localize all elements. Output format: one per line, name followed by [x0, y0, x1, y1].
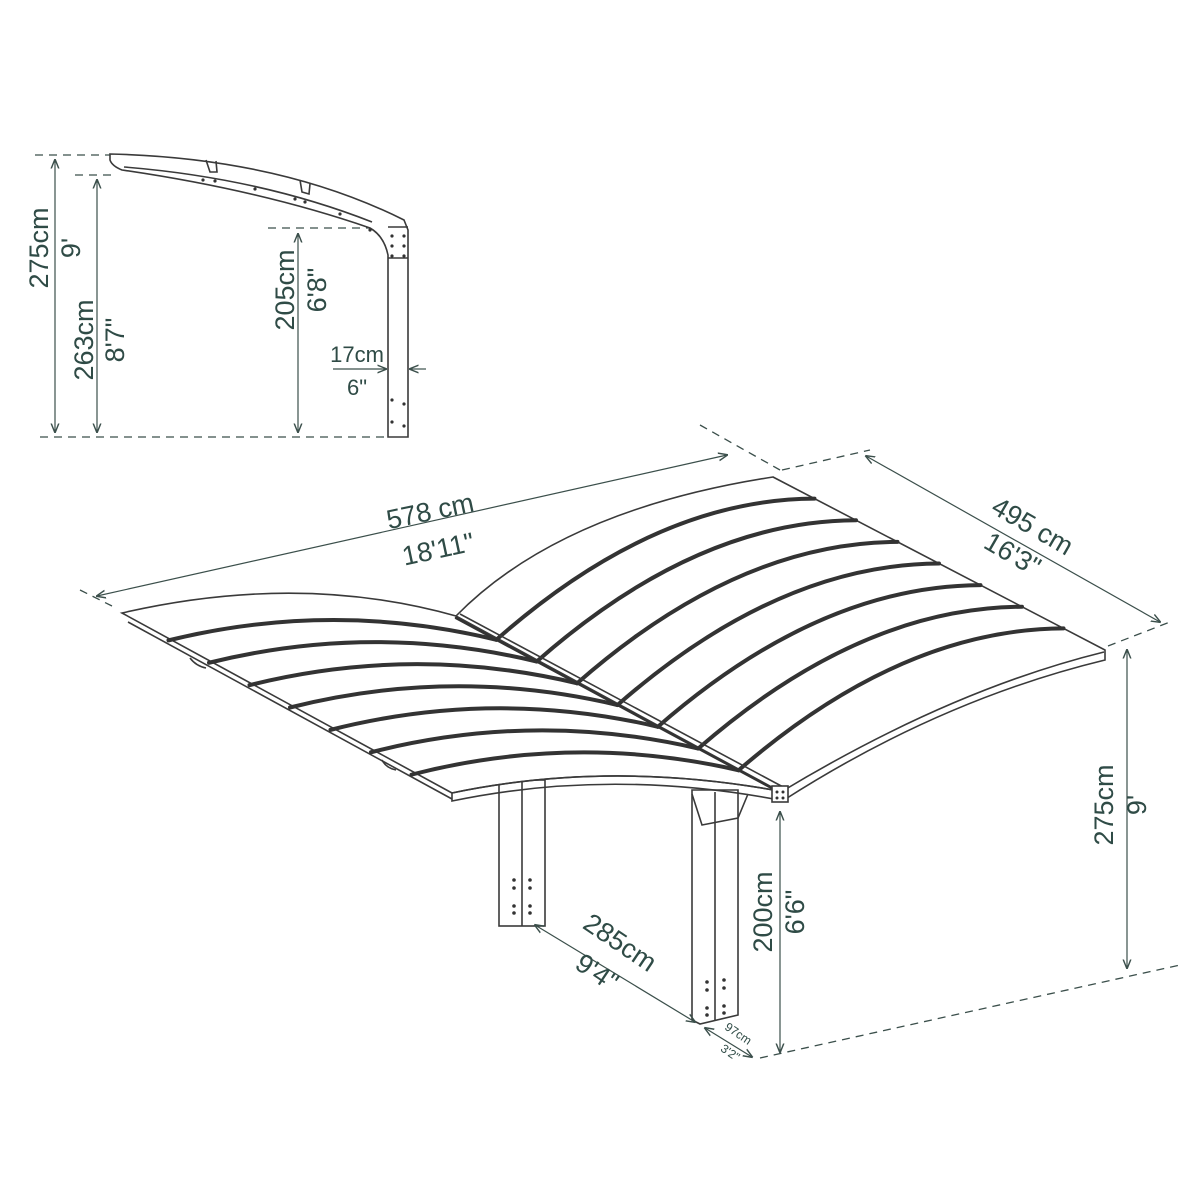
clearance-imperial: 6'6" [780, 890, 810, 935]
perspective-view: 578 cm 18'11" 495 cm 16'3" 275cm 9' 200c… [79, 424, 1181, 1064]
clearance-metric: 200cm [748, 871, 778, 952]
left-rib [247, 662, 580, 688]
left-panel-ribs [166, 618, 741, 777]
length-arrow [97, 455, 727, 596]
left-post [498, 779, 546, 927]
left-rib [207, 640, 539, 665]
left-rib [409, 750, 741, 777]
side-clearance-imperial: 6'8" [302, 268, 332, 313]
left-rib [288, 684, 620, 710]
right-post [691, 789, 749, 1025]
total-height-metric: 275cm [1089, 764, 1119, 845]
post-depth-arrow [705, 1028, 752, 1057]
side-beam-height-imperial: 8'7" [100, 318, 130, 363]
right-rib [575, 539, 900, 686]
left-rib [369, 728, 701, 755]
left-roof-panel [119, 592, 780, 802]
left-rib [166, 618, 499, 643]
left-rib [328, 706, 660, 732]
right-rib [736, 626, 1066, 773]
side-post-width-metric: 17cm [330, 342, 384, 367]
side-post-width-imperial: 6" [347, 375, 367, 400]
width-arrow [866, 456, 1160, 622]
dash-ground [759, 964, 1181, 1059]
dash-width-top [781, 449, 871, 471]
side-beam-height-metric: 263cm [69, 299, 99, 380]
total-height-imperial: 9' [1122, 795, 1152, 815]
length-imperial: 18'11" [399, 527, 476, 571]
ridge-beam [454, 613, 789, 803]
side-clearance-metric: 205cm [270, 249, 300, 330]
side-view: 275cm 9' 263cm 8'7" 205cm 6'8" 17cm 6" [24, 153, 426, 438]
dash-length-right [699, 424, 781, 471]
side-total-height-metric: 275cm [24, 207, 54, 288]
post-depth-imperial: 3'2" [718, 1041, 742, 1064]
post-spacing-arrow [535, 925, 695, 1022]
dash-width-bottom [1107, 621, 1171, 647]
dash-length-left [79, 589, 113, 607]
side-roof-profile [109, 153, 409, 438]
side-total-height-imperial: 9' [56, 238, 86, 258]
